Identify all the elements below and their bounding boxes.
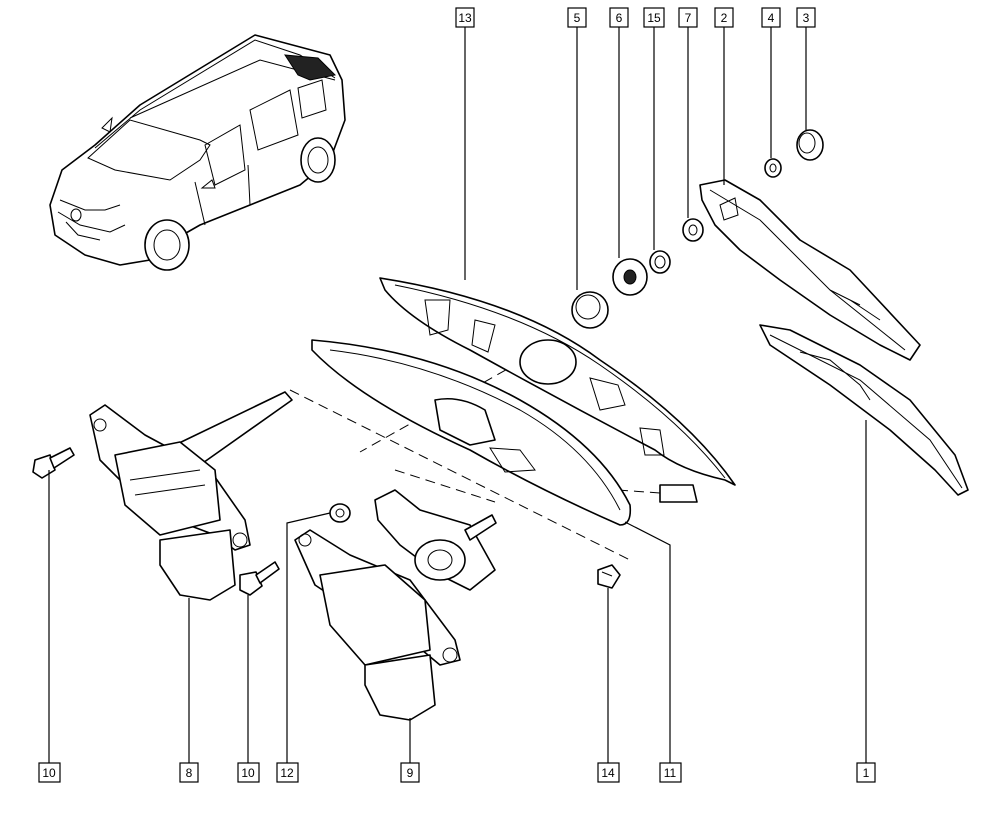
callout-label-6: 6 — [616, 11, 623, 25]
callout-top-5: 5 — [567, 7, 587, 28]
callout-label-10b: 10 — [241, 766, 255, 780]
callout-top-13: 13 — [455, 7, 475, 28]
nut-12 — [329, 503, 351, 523]
wiper-arm — [699, 179, 921, 361]
callout-label-14: 14 — [601, 766, 615, 780]
callout-top-15: 15 — [643, 7, 665, 28]
callout-label-4: 4 — [768, 11, 775, 25]
callout-bottom-9: 9 — [400, 762, 420, 783]
leader-lines — [48, 27, 867, 763]
callout-label-7: 7 — [685, 11, 692, 25]
trim-panel-inner — [379, 277, 736, 486]
callout-top-3: 3 — [796, 7, 816, 28]
callout-bottom-10-left: 10 — [38, 762, 61, 783]
callout-bottom-11: 11 — [659, 762, 682, 783]
ring-15 — [649, 250, 671, 274]
vehicle-overview-illustration — [49, 34, 346, 271]
assembly-axis-lines — [289, 361, 661, 561]
callout-label-8: 8 — [186, 766, 193, 780]
callout-label-1: 1 — [863, 766, 870, 780]
wiper-motor-8 — [89, 391, 293, 601]
callout-bottom-12: 12 — [276, 762, 299, 783]
callout-bottom-1: 1 — [856, 762, 876, 783]
washer-7 — [682, 218, 704, 242]
callout-top-7: 7 — [678, 7, 698, 28]
gasket-6 — [612, 258, 648, 296]
callout-top-6: 6 — [609, 7, 629, 28]
callout-bottom-14: 14 — [597, 762, 620, 783]
callout-label-13: 13 — [458, 11, 472, 25]
callout-label-9: 9 — [407, 766, 414, 780]
callout-top-4: 4 — [761, 7, 781, 28]
wiper-motor-9 — [294, 489, 497, 721]
callout-label-12: 12 — [280, 766, 294, 780]
callout-label-11: 11 — [664, 766, 677, 780]
callout-label-10a: 10 — [42, 766, 56, 780]
callout-label-2: 2 — [721, 11, 728, 25]
nut-4 — [764, 158, 782, 178]
cap-3 — [796, 129, 824, 161]
wiper-blade — [759, 324, 969, 496]
callout-label-15: 15 — [647, 11, 661, 25]
trim-panel-outer — [311, 339, 698, 526]
bolt-10-right — [239, 561, 280, 596]
callout-label-3: 3 — [803, 11, 810, 25]
bolt-10-left — [32, 447, 75, 479]
callout-bottom-8: 8 — [179, 762, 199, 783]
grommet-5 — [571, 291, 609, 329]
callout-label-5: 5 — [574, 11, 581, 25]
clip-14 — [597, 564, 621, 589]
callout-top-2: 2 — [714, 7, 734, 28]
callout-bottom-10-right: 10 — [237, 762, 260, 783]
